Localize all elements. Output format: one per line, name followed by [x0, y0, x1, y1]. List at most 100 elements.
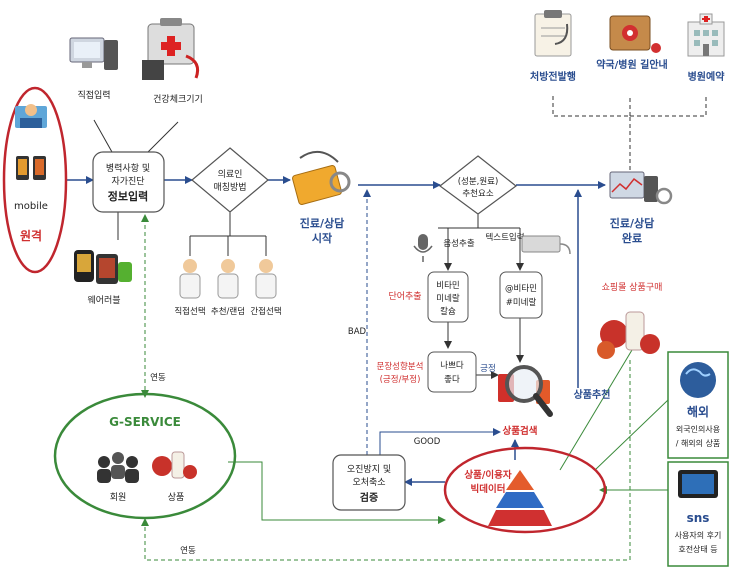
dashed-link-head-up [141, 214, 149, 222]
line-gservice-to-bigdata [228, 461, 446, 524]
overseas-line1: 외국인의사용 [676, 424, 720, 434]
mobile-label: mobile [14, 201, 48, 212]
gservice-oval [53, 392, 237, 520]
bigdata-group: 상품/이용자 빅데이터 [443, 446, 607, 534]
members-icon [97, 452, 139, 483]
doctor-icon [255, 259, 277, 299]
recommend-line2: 추천요소 [462, 188, 493, 199]
line-direct-input [93, 119, 113, 153]
matching-line1: 의료인 [218, 169, 243, 180]
sns-line1: 사용자의 후기 [675, 530, 722, 540]
mobile-phones-icon [16, 156, 46, 180]
sentiment-good: 좋다 [444, 375, 460, 385]
product-search-label: 상품검색 [503, 425, 538, 437]
prescription-icon [534, 10, 572, 57]
gservice-group: G-SERVICE 회원 상품 [53, 392, 237, 520]
sns-title: sns [687, 511, 710, 525]
keyword-box-left: 비타민 미네랄 칼슘 [427, 271, 469, 323]
matching-line2: 매칭방법 [213, 182, 246, 193]
pharmacy-label-line: 약국/병원 길안내 [596, 58, 668, 71]
health-device-icon [142, 18, 200, 80]
keyword-tag-vitamin: @비타민 [505, 283, 537, 294]
health-device-label: 건강체크기기 [153, 94, 203, 105]
positive-label: 긍정 [480, 363, 496, 374]
info-input-line3: 정보입력 [108, 189, 148, 203]
line-health-device [147, 121, 179, 153]
product-label: 상품 [168, 492, 185, 503]
connectors [66, 96, 707, 561]
shopping-label: 쇼핑몰 상품구매 [602, 282, 663, 293]
doctor-icon [217, 259, 239, 299]
globe-icon [680, 362, 716, 398]
microphone-icon [413, 234, 433, 262]
text-input-label: 텍스트입력 [485, 232, 524, 243]
magnifier-icon [498, 365, 553, 417]
info-input-box: 병력사항 및 자가진단 정보입력 [92, 151, 165, 213]
member-label: 회원 [110, 492, 127, 503]
matching-option-indirect: 간접선택 [250, 306, 281, 317]
gservice-title: G-SERVICE [109, 415, 181, 429]
line-shopping-to-bigdata [559, 349, 633, 471]
keyword-tag-mineral: #미네랄 [506, 297, 537, 308]
doctor-laptop-icon [15, 104, 47, 128]
info-input-line2: 자가진단 [111, 176, 144, 187]
keyword-mineral: 미네랄 [436, 293, 460, 304]
consult-start-line1: 진료/상담 [300, 216, 345, 230]
dashed-link-bottom [144, 360, 631, 561]
remote-title: 원격 [20, 228, 42, 243]
shopping-products-icon [597, 311, 660, 359]
consult-done-line1: 진료/상담 [610, 216, 655, 230]
dashed-hospital [630, 96, 707, 117]
wearable-label: 웨어러블 [87, 294, 120, 306]
overseas-line2: / 해외의 상품 [676, 438, 721, 448]
overseas-title: 해외 [687, 404, 709, 419]
product-recommend-label: 상품추천 [574, 388, 611, 401]
keyword-vitamin: 비타민 [436, 280, 459, 291]
sentiment-label-line2: (긍정/부정) [380, 374, 421, 385]
remote-oval [2, 86, 68, 274]
bigdata-oval [443, 446, 607, 534]
stethoscope-start-icon [292, 151, 351, 206]
bigdata-line1: 상품/이용자 [464, 469, 511, 481]
doctor-icon [179, 259, 201, 299]
matching-option-random: 추천/랜덤 [211, 306, 245, 317]
line-overseas-to-bigdata [594, 399, 669, 471]
consult-start-line2: 시작 [312, 231, 332, 245]
sns-box: sns 사용자의 후기 호전상태 등 [667, 461, 729, 567]
hospital-icon [687, 13, 725, 57]
arrow-good [379, 428, 501, 455]
voice-extract-label: 음성추출 [443, 238, 474, 249]
pyramid-icon [488, 470, 552, 526]
remote-group: mobile 원격 [2, 86, 68, 274]
verify-box: 오진방지 및 오처축소 검증 [332, 454, 406, 511]
sentiment-bad: 나쁘다 [440, 361, 464, 371]
direct-input-label: 직접입력 [77, 89, 110, 101]
bad-label: BAD [348, 327, 367, 337]
word-extract-label: 단어추출 [388, 291, 421, 302]
recommend-line1: (성분,원료) [458, 177, 499, 187]
recommend-diamond: (성분,원료) 추천요소 [439, 155, 517, 215]
good-label: GOOD [414, 437, 441, 447]
computer-icon [69, 37, 118, 70]
link-label-1: 연동 [150, 373, 166, 383]
product-icon [152, 451, 197, 479]
verify-line3: 검증 [360, 492, 378, 504]
keyword-box-right: @비타민 #미네랄 [499, 271, 543, 319]
overseas-box: 해외 외국인의사용 / 해외의 상품 [667, 351, 729, 459]
dashed-link-bottom-head [141, 518, 149, 526]
consult-done-icon [609, 171, 673, 205]
wearable-icon [74, 250, 132, 284]
keyboard-icon [521, 235, 571, 255]
sentiment-box: 나쁘다 좋다 [427, 351, 477, 393]
keyword-calcium: 칼슘 [440, 307, 456, 317]
bigdata-line2: 빅데이터 [471, 483, 506, 495]
link-label-2: 연동 [180, 546, 196, 556]
verify-line2: 오처축소 [352, 476, 385, 488]
map-icon [609, 15, 661, 53]
sentiment-label-line1: 문장성향분석 [377, 361, 424, 372]
matching-option-direct: 직접선택 [174, 306, 205, 317]
dashed-prescription [552, 96, 631, 170]
hospital-reservation-label: 병원예약 [688, 70, 726, 83]
